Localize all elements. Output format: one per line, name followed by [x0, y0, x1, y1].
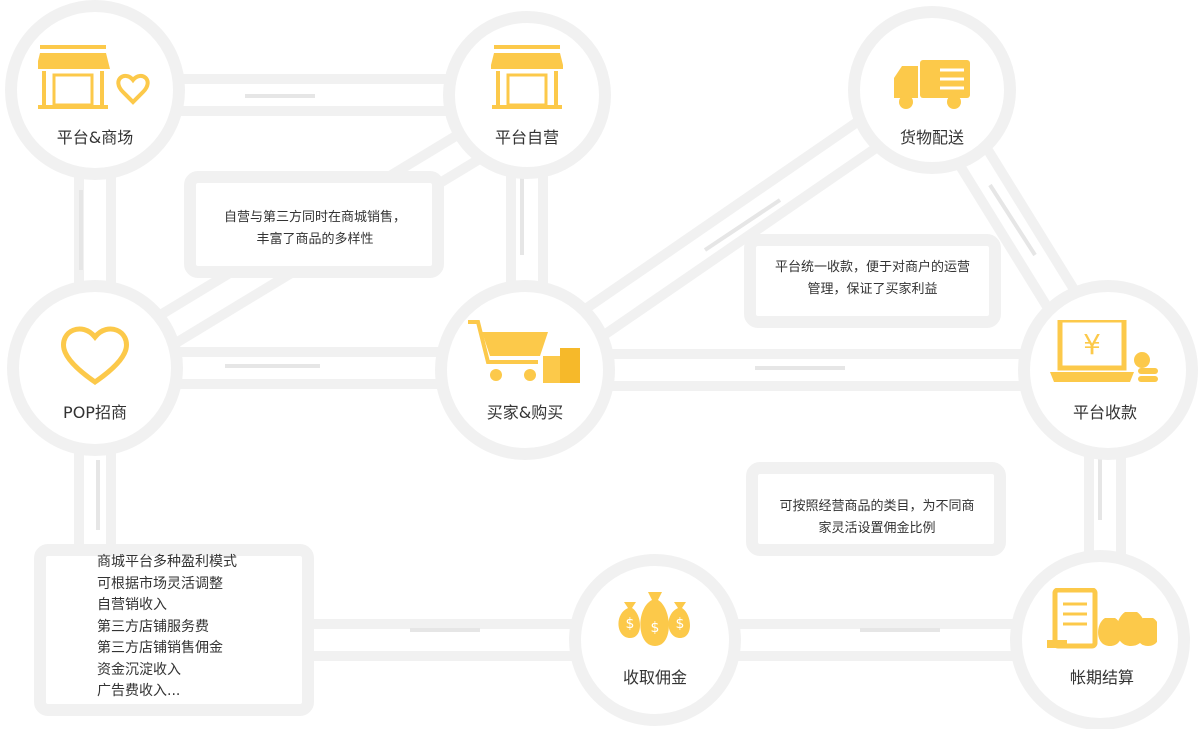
node-self-operated: 平台自营: [437, 30, 617, 148]
node-label: 帐期结算: [1069, 668, 1134, 687]
node-label: 货物配送: [899, 128, 964, 147]
svg-text:¥: ¥: [1083, 328, 1101, 361]
list-item: 资金沉淀收入: [97, 661, 181, 678]
node-commission: $ $ $ 收取佣金: [565, 580, 745, 688]
node-pop: POP招商: [5, 305, 185, 423]
note-line: 丰富了商品的多样性: [256, 232, 374, 247]
storefront-handshake-icon: [5, 30, 185, 110]
profit-model-list: 商城平台多种盈利模式 可根据市场灵活调整 自营销收入 第三方店铺服务费 第三方店…: [97, 552, 237, 703]
delivery-truck-icon: [842, 30, 1022, 110]
svg-text:$: $: [676, 616, 685, 632]
list-item: 第三方店铺服务费: [97, 618, 209, 635]
shopping-cart-bags-icon: [435, 305, 615, 385]
list-item: 第三方店铺销售佣金: [97, 640, 223, 656]
note-commission: 可按照经营商品的类目，为不同商 家灵活设置佣金比例: [757, 496, 997, 540]
svg-text:$: $: [626, 616, 635, 632]
node-label: 收取佣金: [622, 668, 687, 687]
list-item: 广告费收入...: [97, 683, 181, 699]
list-item: 商城平台多种盈利模式: [97, 554, 237, 570]
money-bags-icon: $ $ $: [565, 580, 745, 650]
storefront-icon: [437, 30, 617, 110]
list-item: 可根据市场灵活调整: [97, 575, 223, 592]
note-diversity: 自营与第三方同时在商城销售， 丰富了商品的多样性: [195, 207, 435, 251]
note-line: 管理，保证了买家利益: [807, 282, 938, 297]
node-label: 平台收款: [1072, 403, 1137, 422]
node-label: 买家&购买: [486, 403, 564, 422]
node-buyer: 买家&购买: [435, 305, 615, 423]
node-settlement: 帐期结算: [1012, 580, 1192, 688]
node-label: 平台自营: [494, 128, 559, 147]
list-item: 自营销收入: [97, 597, 167, 613]
node-delivery: 货物配送: [842, 30, 1022, 148]
note-line: 家灵活设置佣金比例: [818, 521, 936, 536]
note-line: 可按照经营商品的类目，为不同商: [779, 499, 975, 514]
note-payment: 平台统一收款，便于对商户的运营 管理，保证了买家利益: [755, 257, 990, 301]
receipt-money-icon: [1012, 580, 1192, 650]
svg-text:$: $: [651, 620, 660, 636]
node-platform-mall: 平台&商场: [5, 30, 185, 148]
handshake-heart-icon: [5, 305, 185, 385]
node-label: 平台&商场: [56, 128, 134, 147]
text-boxes: [34, 171, 1006, 716]
node-label: POP招商: [63, 403, 127, 422]
note-line: 平台统一收款，便于对商户的运营: [774, 260, 970, 275]
node-payment: ¥ 平台收款: [1015, 305, 1195, 423]
laptop-yuan-icon: ¥: [1015, 305, 1195, 385]
note-line: 自营与第三方同时在商城销售，: [223, 210, 406, 225]
flow-arrows: [79, 94, 1102, 632]
